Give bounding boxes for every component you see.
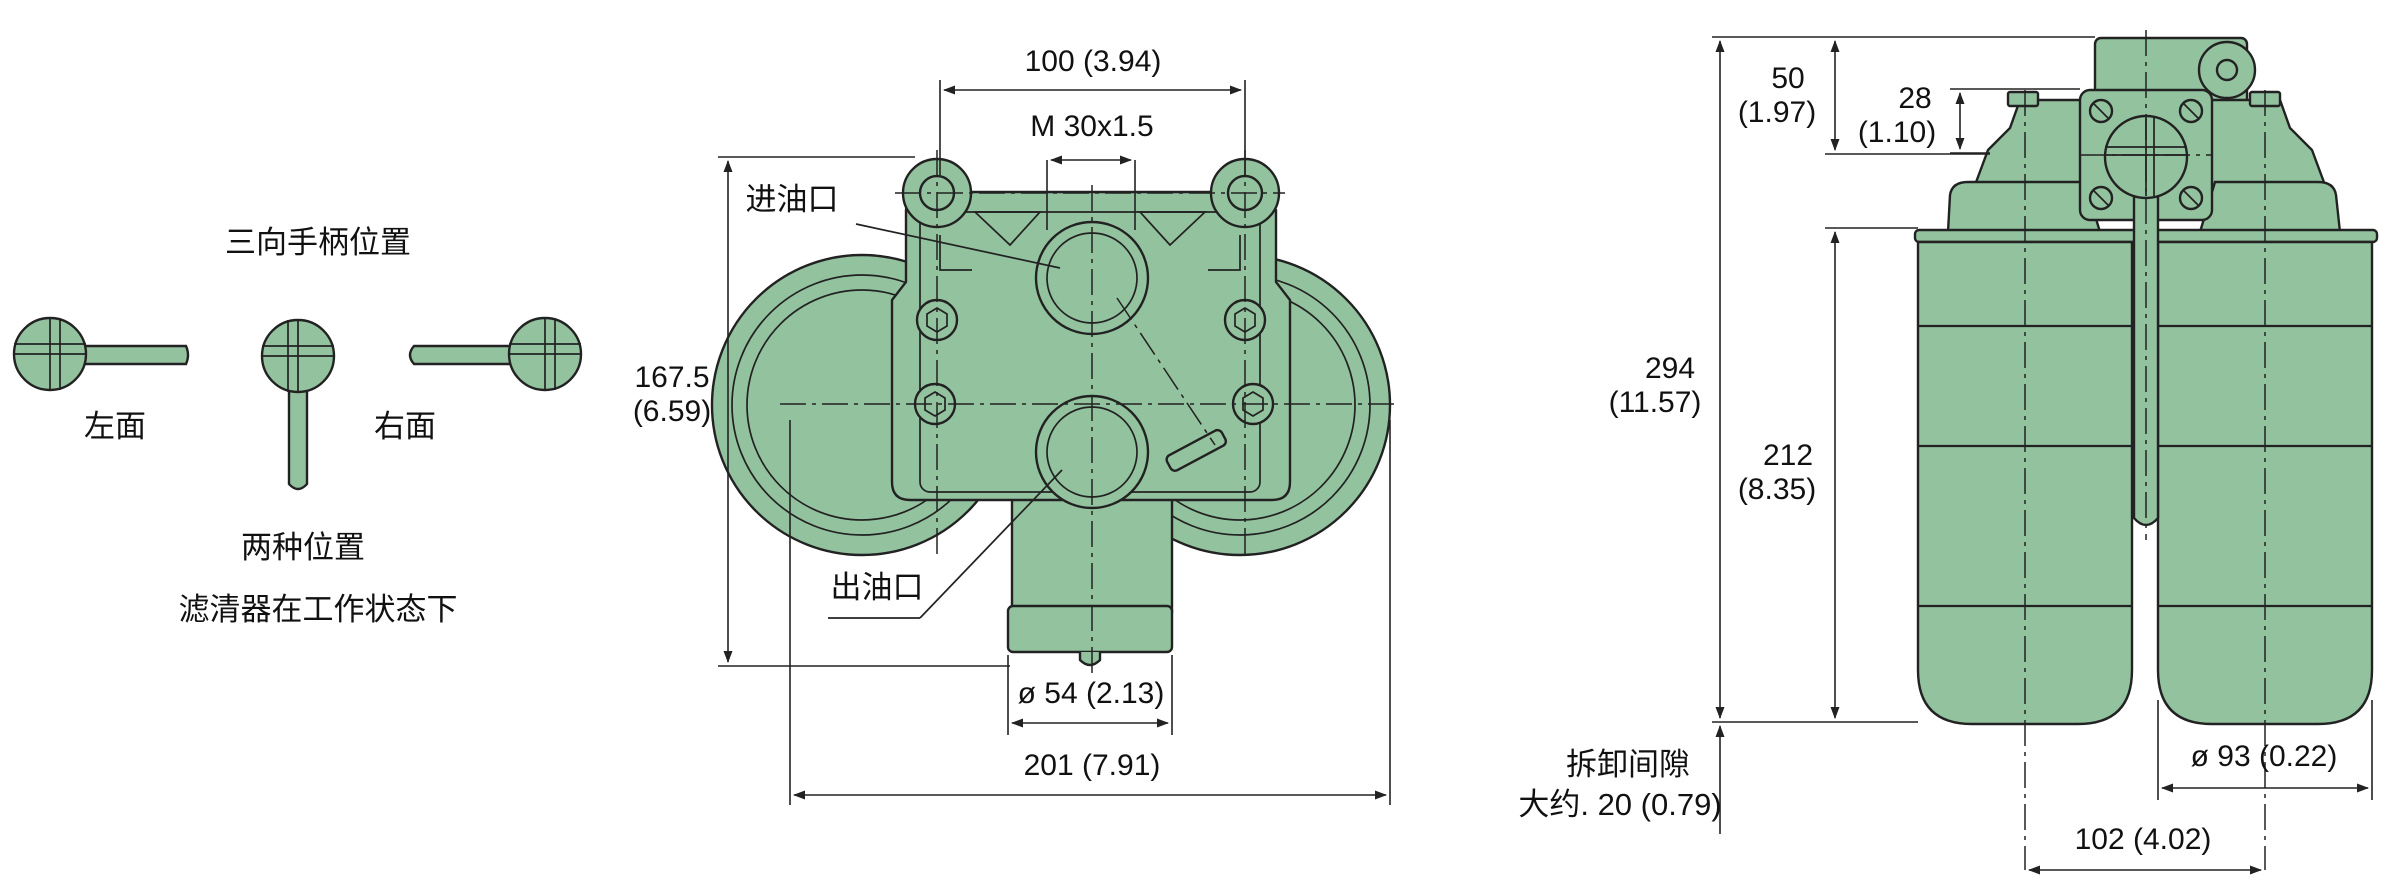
housing [890, 190, 1292, 502]
handle-down-icon [260, 318, 336, 491]
dim-100: 100 (3.94) [1025, 45, 1162, 78]
handle-title: 三向手柄位置 [225, 225, 411, 260]
note-two-positions: 两种位置 [241, 530, 365, 565]
note-working-state: 滤清器在工作状态下 [179, 592, 458, 627]
dim-28-inch: (1.10) [1858, 116, 1936, 149]
dim-50: 50 [1771, 62, 1804, 95]
dim-102: 102 (4.02) [2075, 823, 2212, 856]
dim-dia-54: ø 54 (2.13) [1018, 677, 1165, 710]
label-outlet: 出油口 [831, 570, 924, 605]
dim-167-5: 167.5 [634, 361, 709, 394]
dim-50-inch: (1.97) [1738, 96, 1816, 129]
dim-thread: M 30x1.5 [1030, 110, 1153, 143]
plate-bolts [2088, 98, 2204, 211]
label-left: 左面 [84, 409, 146, 444]
handle-stem [2132, 178, 2160, 527]
label-inlet: 进油口 [746, 182, 839, 217]
dim-294-inch: (11.57) [1609, 386, 1702, 419]
label-right: 右面 [374, 409, 436, 444]
dim-212: 212 [1763, 439, 1813, 472]
dim-294: 294 [1645, 352, 1695, 385]
dim-28: 28 [1898, 82, 1931, 115]
dim-dia-93: ø 93 (0.22) [2191, 740, 2338, 773]
dim-167-5-inch: (6.59) [633, 395, 711, 428]
dim-201: 201 (7.91) [1024, 749, 1161, 782]
handle-left-icon [12, 316, 190, 392]
front-view: 100 (3.94) M 30x1.5 167.5 (6.59) ø 54 (2… [633, 45, 1400, 805]
dim-212-inch: (8.35) [1738, 473, 1816, 506]
clearance-label: 拆卸间隙 [1566, 747, 1690, 782]
handle-positions: 三向手柄位置 左面 右面 [12, 225, 583, 627]
clearance-value: 大约. 20 (0.79) [1518, 787, 1721, 822]
side-view: 294 (11.57) 50 (1.97) 28 (1.10) 212 (8.3… [1518, 30, 2379, 875]
outlet-flange [1006, 604, 1174, 654]
handle-right-icon [408, 316, 583, 392]
